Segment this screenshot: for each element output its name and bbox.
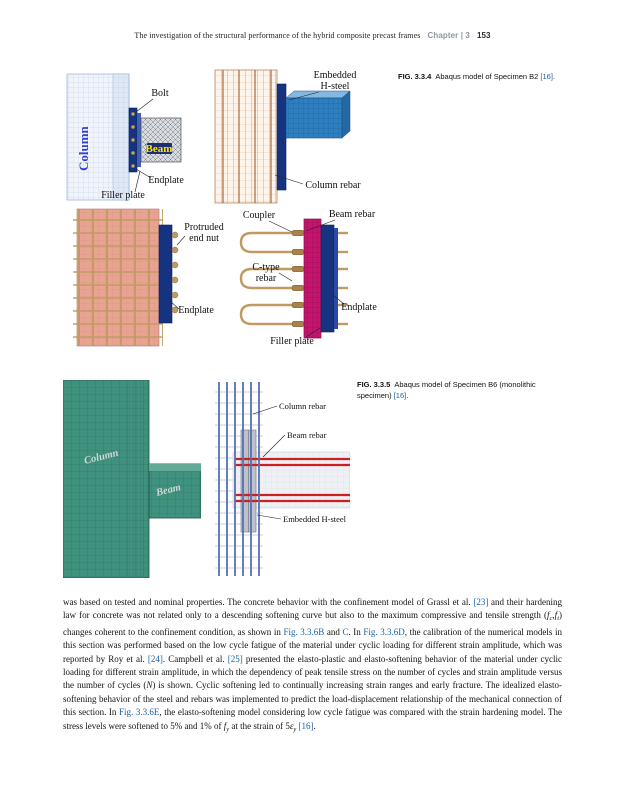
text-segment: t xyxy=(557,615,559,623)
label-endplate: Endplate xyxy=(178,305,214,316)
fig334-panel-ctype-rebar: Coupler Beam rebar C-type rebar Endplate… xyxy=(239,209,377,347)
text-segment: N xyxy=(146,680,153,691)
label-endplate: Endplate xyxy=(148,175,184,186)
text-segment: , the calibration of the numerical model… xyxy=(63,626,563,664)
text-segment: , xyxy=(552,610,555,621)
citation-link[interactable]: [23] xyxy=(473,597,489,607)
text-segment: ε xyxy=(289,720,294,731)
rebar-stubs xyxy=(338,231,348,326)
text-segment: . xyxy=(406,390,409,400)
label-protruded-end-nut-line1: Protruded xyxy=(184,222,223,233)
text-segment: was based on tested and nominal properti… xyxy=(63,597,474,607)
endplate-shape xyxy=(276,83,287,191)
fig334-panel-embedded-hsteel: Embedded H-steel Column rebar xyxy=(214,69,361,204)
citation-link[interactable]: Fig. 3.3.6D xyxy=(363,626,405,637)
label-ctype-rebar-line2: rebar xyxy=(256,273,277,284)
text-segment: at the strain of 5 xyxy=(229,720,290,731)
label-endplate: Endplate xyxy=(341,302,377,313)
text-segment: y xyxy=(226,725,230,733)
endplate-magenta xyxy=(303,218,322,339)
fig334-panel-bolted-joint: Bolt Column Beam Endplate Filler plate xyxy=(66,73,184,201)
label-beam-rebar: Beam rebar xyxy=(287,430,327,440)
text-segment: Abaqus model of Specimen B2 xyxy=(435,72,541,81)
embedded-hsteel-shape xyxy=(240,429,257,533)
citation-link[interactable]: [16] xyxy=(298,720,314,731)
label-column-rebar: Column rebar xyxy=(305,180,361,191)
text-segment: ) changes coherent to the confinement co… xyxy=(63,610,562,637)
text-segment: . In xyxy=(348,626,364,637)
leader-lines xyxy=(268,219,345,338)
page-number: 153 xyxy=(476,31,491,40)
citation-link[interactable]: Fig. 3.3.6B xyxy=(283,626,325,637)
c-type-rebar-loops xyxy=(239,231,304,326)
citation-link[interactable]: [16] xyxy=(540,72,553,81)
couplers xyxy=(291,230,305,327)
endplate-blue xyxy=(320,224,338,333)
text-segment: presented the elasto-plastic and elasto-… xyxy=(63,653,562,691)
citation-link[interactable]: C xyxy=(342,626,349,637)
text-segment: FIG. 3.3.5 xyxy=(357,380,391,389)
label-embedded-hsteel: Embedded H-steel xyxy=(283,514,347,524)
label-ctype-rebar-line1: C-type xyxy=(252,262,280,273)
leader-lines xyxy=(134,98,154,193)
beam-rebar-lines xyxy=(235,457,350,503)
label-column-rebar: Column rebar xyxy=(279,401,326,411)
text-segment: f xyxy=(547,610,550,621)
text-segment: ) is shown. Cyclic softening led to cont… xyxy=(63,680,563,718)
text-segment: . xyxy=(313,720,316,731)
text-segment: and their hardening law for concrete was… xyxy=(63,597,562,621)
text-segment: FIG. 3.3.4 xyxy=(398,72,432,81)
text-segment: . Campbell et al. xyxy=(162,653,228,664)
label-beam-rebar: Beam rebar xyxy=(329,209,376,220)
endplate-shape xyxy=(158,224,173,324)
text-segment: c xyxy=(549,615,553,623)
protruded-nuts xyxy=(171,231,179,314)
text-segment: . xyxy=(552,72,556,81)
fig334-panel-protruded-nut: Protruded end nut Endplate xyxy=(73,208,224,347)
column-wireframe xyxy=(66,73,130,201)
column-rebar-wireframe xyxy=(214,69,278,204)
leader-lines xyxy=(169,235,186,310)
text-segment: f xyxy=(554,610,558,621)
chapter-label: Chapter | 3 xyxy=(427,31,470,40)
label-column: Column xyxy=(76,125,91,171)
label-protruded-end-nut-line2: end nut xyxy=(189,233,219,244)
label-embedded-hsteel-line1: Embedded xyxy=(314,70,357,81)
fig335-panel-solid-mesh: Column Beam xyxy=(63,380,201,578)
citation-link[interactable]: [16] xyxy=(393,390,407,400)
page-header: The investigation of the structural perf… xyxy=(0,31,625,40)
filler-plate-shape xyxy=(137,113,141,167)
label-embedded-hsteel-line2: H-steel xyxy=(321,81,350,92)
text-segment: y xyxy=(293,725,297,733)
label-bolt: Bolt xyxy=(151,88,168,99)
text-segment: and xyxy=(324,626,343,637)
leader-lines xyxy=(274,91,320,185)
label-beam: Beam xyxy=(146,143,173,155)
label-filler-plate: Filler plate xyxy=(101,190,145,201)
citation-link[interactable]: [24] xyxy=(147,653,163,664)
hsteel-beam-shape xyxy=(285,90,351,139)
beam-mesh xyxy=(148,463,201,519)
text-segment: Abaqus model of Specimen B6 (monolithic … xyxy=(357,380,536,400)
beam-hatched xyxy=(140,117,182,163)
label-filler-plate: Filler plate xyxy=(270,336,314,347)
text-segment: , the elasto-softening model considering… xyxy=(63,707,563,731)
citation-link[interactable]: Fig. 3.3.6E xyxy=(119,707,160,718)
citation-link[interactable]: [25] xyxy=(227,653,243,664)
label-coupler: Coupler xyxy=(243,210,276,221)
column-rebar-lines xyxy=(218,382,260,576)
text-segment: f xyxy=(223,720,227,731)
body-paragraph: was based on tested and nominal properti… xyxy=(63,596,562,736)
running-title: The investigation of the structural perf… xyxy=(134,31,421,40)
column-with-rebar-cage xyxy=(73,208,163,347)
leader-lines xyxy=(252,405,286,520)
fig335-panel-rebar-view: Column rebar Beam rebar Embedded H-steel xyxy=(215,382,350,576)
column-mesh xyxy=(63,380,150,578)
bolts xyxy=(131,112,135,168)
